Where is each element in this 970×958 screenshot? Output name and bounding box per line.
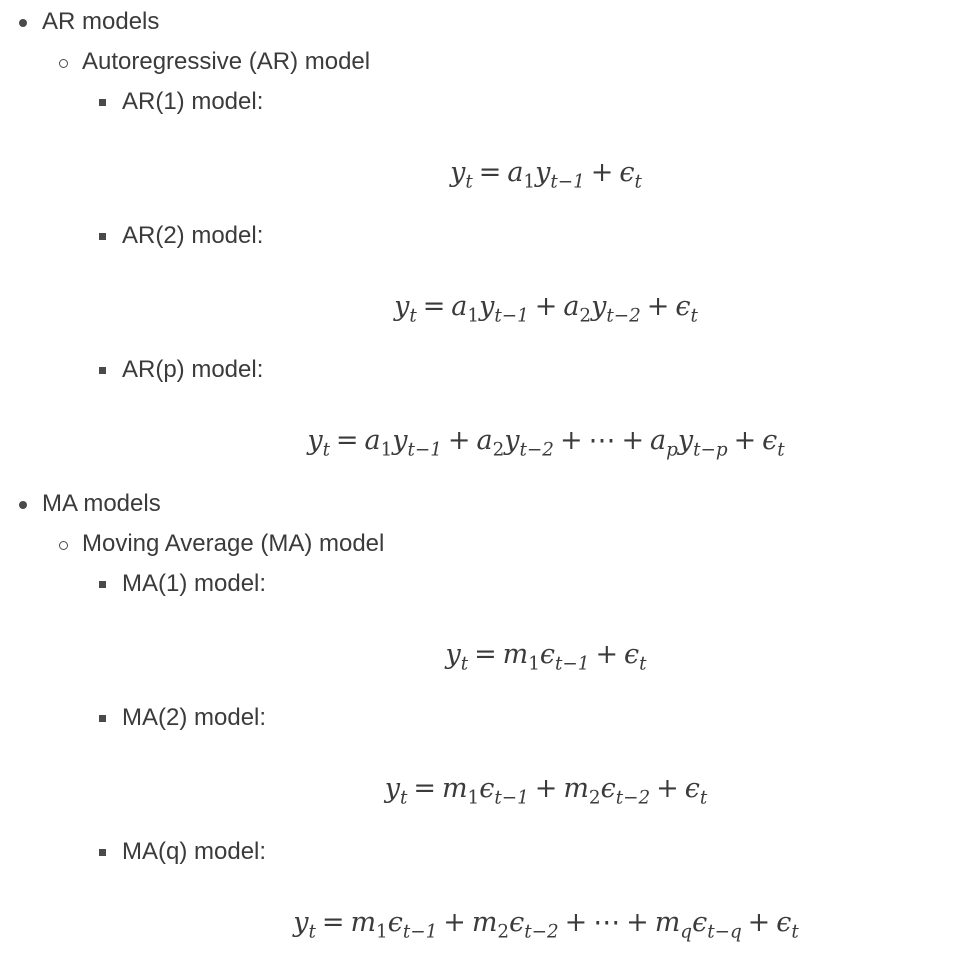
- formula-maq: yt=m1ϵt−1+m2ϵt−2+⋯+mqϵt−q+ϵt: [293, 907, 799, 943]
- bullet-square-icon: [99, 849, 106, 856]
- bullet-disc-icon: [19, 19, 27, 27]
- item-label-maq: MA(q) model:: [122, 838, 267, 865]
- item-label-ma2: MA(2) model:: [122, 704, 267, 731]
- formula-ma2: yt=m1ϵt−1+m2ϵt−2+ϵt: [384, 773, 708, 809]
- bullet-circle-icon: [59, 59, 68, 68]
- item-label-ma1: MA(1) model:: [122, 570, 267, 597]
- section-subheading-ma: Moving Average (MA) model: [82, 530, 385, 557]
- item-label-ar2: AR(2) model:: [122, 222, 264, 249]
- formula-ma1: yt=m1ϵt−1+ϵt: [445, 639, 647, 675]
- item-label-arp: AR(p) model:: [122, 356, 264, 383]
- formula-ar1: yt=a1yt−1+ϵt: [450, 157, 642, 193]
- formula-ar2: yt=a1yt−1+a2yt−2+ϵt: [394, 291, 698, 327]
- section-heading-ma: MA models: [42, 490, 161, 517]
- bullet-square-icon: [99, 233, 106, 240]
- bullet-square-icon: [99, 715, 106, 722]
- section-heading-ar: AR models: [42, 8, 160, 35]
- bullet-square-icon: [99, 367, 106, 374]
- formula-arp: yt=a1yt−1+a2yt−2+⋯+apyt−p+ϵt: [307, 425, 785, 461]
- bullet-square-icon: [99, 99, 106, 106]
- bullet-circle-icon: [59, 541, 68, 550]
- section-subheading-ar: Autoregressive (AR) model: [82, 48, 371, 75]
- bullet-disc-icon: [19, 501, 27, 509]
- item-label-ar1: AR(1) model:: [122, 88, 264, 115]
- bullet-square-icon: [99, 581, 106, 588]
